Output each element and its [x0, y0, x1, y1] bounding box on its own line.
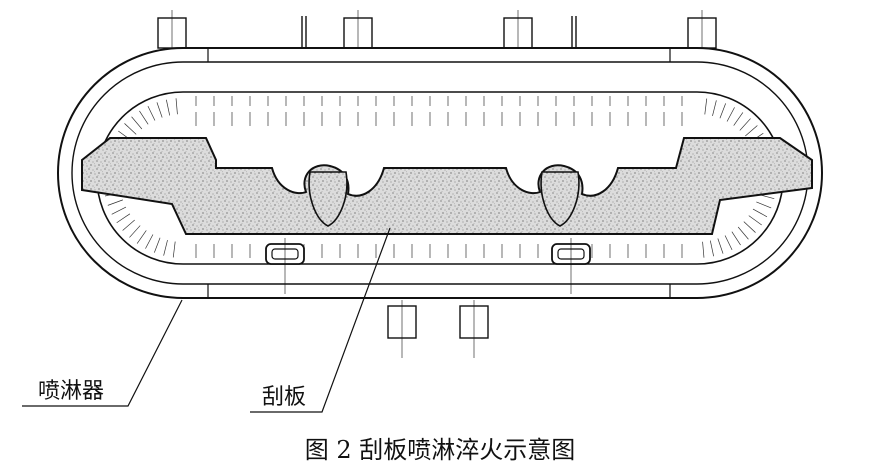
label-scraper: 刮板: [262, 385, 306, 410]
bottom-nozzle-pipes: [388, 306, 488, 338]
top-brackets: [276, 16, 604, 52]
figure-caption: 图 2 刮板喷淋淬火示意图: [305, 436, 576, 464]
label-sprayer: 喷淋器: [38, 379, 104, 404]
top-nozzle-pipes: [158, 18, 716, 48]
